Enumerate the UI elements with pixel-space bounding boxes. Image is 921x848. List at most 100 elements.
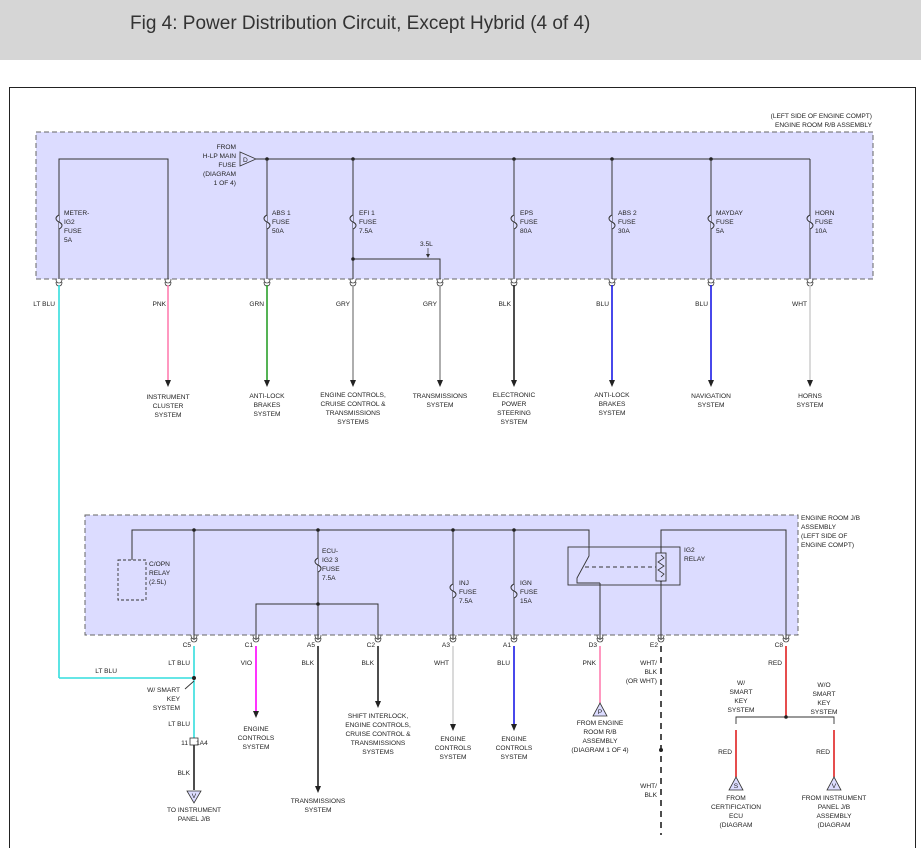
ign-fuse-l3: 15A — [520, 598, 532, 605]
wire-label-e2-3: (OR WHT) — [626, 678, 657, 685]
w-smart-l3: KEY — [734, 698, 748, 705]
fuse-abs1-symbol — [263, 214, 271, 230]
dest-instrument-cluster-1: INSTRUMENT — [146, 394, 189, 401]
pin-1a4-label: 1A4 — [196, 740, 208, 747]
wire-label-wht-a3: WHT — [434, 660, 449, 667]
wire-label-blk-c2: BLK — [362, 660, 375, 667]
inj-fuse-l1: INJ — [459, 580, 469, 587]
top-connector-2 — [263, 278, 271, 287]
dest-instrument-cluster-3: SYSTEM — [154, 412, 181, 419]
fuse-efi1-symbol — [349, 214, 357, 230]
wire-label-e2-1: WHT/ — [640, 660, 657, 667]
fuse-meter-ig2-symbol — [55, 214, 63, 230]
w-smart-l1: W/ — [737, 680, 745, 687]
pin-11-label: 11 — [181, 740, 188, 747]
wire-label-grn: GRN — [249, 301, 264, 308]
dest-eng-a3-2: CONTROLS — [435, 745, 472, 752]
ig2-relay-l2: RELAY — [684, 556, 706, 563]
fuse-horn-l3: 10A — [815, 228, 827, 235]
wire-label-lt-blu: LT BLU — [33, 301, 55, 308]
fuse-horn-l1: HORN — [815, 210, 835, 217]
wire-label-gry-1: GRY — [336, 301, 351, 308]
bottom-connector-1 — [252, 634, 260, 643]
source-label-5: 1 OF 4) — [214, 180, 236, 187]
fuse-horn-l2: FUSE — [815, 219, 833, 226]
dest-from-rb-2: ROOM R/B — [583, 729, 617, 736]
fuse-eps-l2: FUSE — [520, 219, 538, 226]
source-label-2: H-LP MAIN — [203, 153, 236, 160]
figure-header: Fig 4: Power Distribution Circuit, Excep… — [0, 0, 921, 60]
fuse-meter-ig2-l1: METER- — [64, 210, 89, 217]
bottom-connector-8 — [782, 634, 790, 643]
fuse-inj-symbol — [449, 583, 457, 599]
dest-eps-4: SYSTEM — [500, 419, 527, 426]
wire-label-gry-2: GRY — [423, 301, 438, 308]
ig2-relay-switch — [576, 545, 600, 584]
dest-abs-1-2: BRAKES — [254, 402, 281, 409]
ecu-fuse-l2: IG2 3 — [322, 557, 338, 564]
dest-from-rb-1: FROM ENGINE — [577, 720, 624, 727]
wire-label-blu-2: BLU — [695, 301, 708, 308]
dest-eps-1: ELECTRONIC — [493, 392, 536, 399]
dest-instrument-jb-1: TO INSTRUMENT — [167, 807, 221, 814]
offpage-p-letter: P — [598, 709, 603, 716]
bottom-connector-3 — [374, 634, 382, 643]
smart-key-switch — [184, 680, 195, 690]
bottom-box-title-3: (LEFT SIDE OF — [801, 533, 847, 540]
engine-room-rb-box — [35, 131, 874, 280]
dest-shift-4: TRANSMISSIONS — [351, 740, 406, 747]
fuse-abs1-l3: 50A — [272, 228, 284, 235]
engine-note-arrowhead — [426, 254, 430, 258]
fuse-abs2-l1: ABS 2 — [618, 210, 637, 217]
ig2-relay-box — [567, 546, 681, 586]
dest-instrument-jb-2: PANEL J/B — [178, 816, 211, 823]
fuse-abs2-l2: FUSE — [618, 219, 636, 226]
ign-fuse-l2: FUSE — [520, 589, 538, 596]
ecu-fuse-l1: ECU- — [322, 548, 338, 555]
source-label-4: (DIAGRAM — [203, 171, 236, 178]
fuse-efi1-l1: EFI 1 — [359, 210, 375, 217]
dest-engine-controls-3: TRANSMISSIONS — [326, 410, 381, 417]
ltblu-junction — [192, 676, 196, 680]
dest-shift-3: CRUISE CONTROL & — [346, 731, 412, 738]
offpage-vv-letter: V — [832, 783, 837, 790]
inj-fuse-l3: 7.5A — [459, 598, 473, 605]
dest-eng-a1-1: ENGINE — [501, 736, 527, 743]
offpage-v-instrument-letter: V — [192, 793, 197, 800]
top-box-title-2: ENGINE ROOM R/B ASSEMBLY — [775, 122, 873, 129]
wo-smart-l4: SYSTEM — [810, 709, 837, 716]
smart-key-l3: SYSTEM — [153, 705, 180, 712]
dest-from-instr-3: ASSEMBLY — [816, 813, 852, 820]
wire-label-blu-a1: BLU — [497, 660, 510, 667]
wo-smart-l2: SMART — [813, 691, 836, 698]
wire-label-ltblu-c5: LT BLU — [168, 660, 190, 667]
dest-eps-2: POWER — [502, 401, 527, 408]
fuse-abs1-l2: FUSE — [272, 219, 290, 226]
copn-relay-l2: RELAY — [149, 570, 171, 577]
bottom-connector-2 — [314, 634, 322, 643]
bottom-connector-5 — [510, 634, 518, 643]
dest-from-instr-2: PANEL J/B — [818, 804, 851, 811]
dest-transmissions-2: SYSTEM — [426, 402, 453, 409]
wire-label-e2-2: BLK — [645, 669, 658, 676]
dest-abs-2-1: ANTI-LOCK — [594, 392, 630, 399]
top-connector-6 — [608, 278, 616, 287]
conn-d3: D3 — [589, 642, 598, 649]
dest-from-cert-4: (DIAGRAM — [720, 822, 753, 829]
offpage-v-instrument — [186, 790, 202, 804]
dest-from-rb-3: ASSEMBLY — [582, 738, 618, 745]
wire-label-ltblu-left: LT BLU — [95, 668, 117, 675]
dest-from-instr-4: (DIAGRAM — [818, 822, 851, 829]
copn-relay-l3: (2.5L) — [149, 579, 166, 586]
conn-a1: A1 — [503, 642, 511, 649]
pin-11-connector — [189, 737, 199, 746]
dest-shift-2: ENGINE CONTROLS, — [345, 722, 411, 729]
dest-navigation-1: NAVIGATION — [691, 393, 731, 400]
wire-label-pnk: PNK — [152, 301, 166, 308]
wire-label-red-left: RED — [718, 749, 732, 756]
source-connector-letter: D — [243, 157, 248, 164]
ig2-relay-coil — [655, 552, 667, 582]
ecu-fuse-l3: FUSE — [322, 566, 340, 573]
wire-label-wht: WHT — [792, 301, 807, 308]
